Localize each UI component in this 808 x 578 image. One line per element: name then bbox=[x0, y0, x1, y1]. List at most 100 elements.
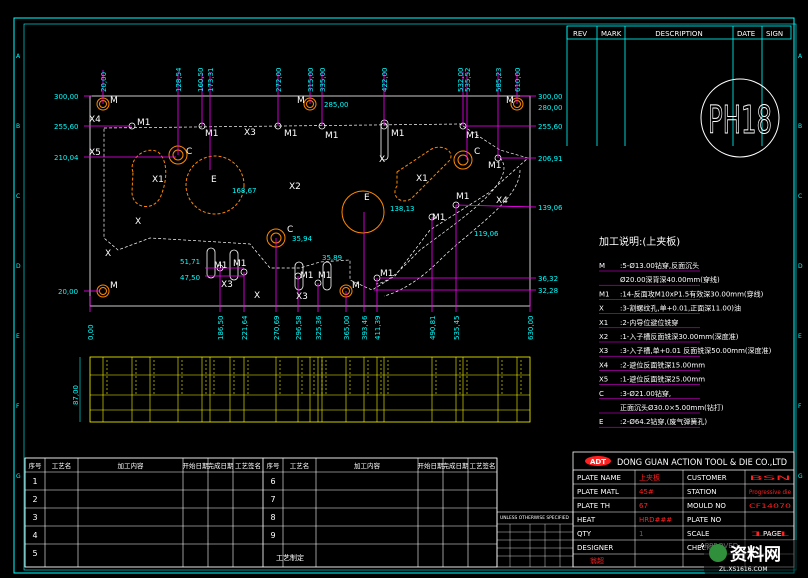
tb-value2-2: CF14070 bbox=[749, 502, 791, 510]
x1-slot-left bbox=[131, 149, 167, 207]
label-m1: M1 bbox=[214, 261, 228, 271]
note-text-10: 正面沉头Ø30.0×5.00mm(钻打) bbox=[620, 403, 724, 412]
dim-top-11: 610,00 bbox=[514, 68, 522, 93]
tb-label-5: DESIGNER bbox=[577, 544, 613, 552]
dim-bottom-2: 221,64 bbox=[241, 315, 249, 340]
tb-value-0: 上夹板 bbox=[639, 473, 660, 482]
note-text-7: :2-避位反面铣深15.00mm bbox=[620, 360, 705, 369]
dim-right-0: 300,00 bbox=[538, 93, 563, 101]
label-m1: M1 bbox=[300, 271, 314, 281]
svg-text:E: E bbox=[798, 333, 802, 340]
tb-label2-4: SCALE bbox=[687, 530, 709, 538]
label-x1: X1 bbox=[416, 174, 428, 184]
dim-top-2: 160,50 bbox=[197, 68, 205, 93]
svg-text:C: C bbox=[798, 193, 802, 200]
note-text-11: :2-Ø64.2钻穿,(废气弹簧孔) bbox=[620, 417, 707, 426]
tb-label2-5: CHECKED bbox=[687, 544, 721, 552]
dim-right-4: 139,06 bbox=[538, 204, 563, 212]
stamp-text: PH18 bbox=[708, 98, 772, 142]
label-m: M bbox=[110, 96, 118, 106]
note-text-2: :14-反面攻M10xP1.5有效深30.00mm(穿线) bbox=[620, 289, 764, 298]
dim-bottom-9: 490,81 bbox=[429, 316, 437, 341]
dim-bottom-6: 365,00 bbox=[343, 316, 351, 341]
label-c: C bbox=[474, 147, 480, 157]
rev-header-sign: SIGN bbox=[766, 30, 783, 38]
tolerance-block: UNLESS OTHERWISE SPECIFIED bbox=[496, 511, 574, 568]
dim-top-6: 335,00 bbox=[319, 68, 327, 93]
dim-inner-0: 285,00 bbox=[324, 101, 349, 109]
svg-text:E: E bbox=[16, 333, 20, 340]
note-code-7: X4 bbox=[599, 361, 609, 369]
dim-right-6: 32,28 bbox=[538, 287, 558, 295]
note-text-6: :3-入子槽,单+0.01 反面铣深50.00mm(深度准) bbox=[620, 346, 772, 355]
rev-header-description: DESCRIPTION bbox=[655, 30, 702, 38]
watermark-text: 资料网 bbox=[730, 544, 781, 565]
outer-frame bbox=[13, 17, 795, 574]
ptable-row-right-2: 8 bbox=[270, 513, 275, 522]
dim-bottom-0: 0,00 bbox=[87, 324, 95, 340]
label-x3: X3 bbox=[244, 128, 256, 138]
note-code-6: X3 bbox=[599, 347, 608, 355]
dim-left-3: 20,00 bbox=[58, 288, 78, 296]
label-m1: M1 bbox=[488, 161, 502, 171]
svg-text:G: G bbox=[798, 473, 803, 480]
ptable-header-right-4: 完成日期 bbox=[443, 461, 470, 470]
tb-label2-1: STATION bbox=[687, 488, 717, 496]
rev-header-date: DATE bbox=[737, 30, 755, 38]
svg-text:A: A bbox=[798, 53, 803, 60]
ptable-row-right-1: 7 bbox=[270, 495, 275, 504]
svg-text:C: C bbox=[16, 193, 20, 200]
feature-labels: M M M M M M1 M1 M1 M1 M1 M1 M1 M1 M1 M1 … bbox=[89, 96, 514, 302]
ptable-row-left-2: 3 bbox=[32, 513, 37, 522]
note-code-0: M bbox=[599, 262, 605, 270]
label-m1: M1 bbox=[318, 271, 332, 281]
ptable-row-left-4: 5 bbox=[32, 549, 37, 558]
note-text-8: :1-避位反面铣深25.00mm bbox=[620, 375, 705, 384]
watermark-url: ZL.XS1616.COM bbox=[719, 566, 768, 573]
label-c: C bbox=[186, 147, 192, 157]
dim-top-9: 535,52 bbox=[464, 68, 472, 93]
dim-right-3: 206,91 bbox=[538, 155, 563, 163]
note-code-4: X1 bbox=[599, 319, 608, 327]
note-code-11: E bbox=[599, 418, 603, 426]
dim-left-1: 255,60 bbox=[54, 123, 79, 131]
dim-bottom-3: 270,69 bbox=[273, 316, 281, 341]
dim-top-4: 272,00 bbox=[275, 68, 283, 93]
svg-text:F: F bbox=[16, 403, 20, 410]
dim-bottom-8: 411,39 bbox=[374, 316, 382, 341]
ptable-row-right-0: 6 bbox=[270, 477, 275, 486]
dim-inner-1: 168,67 bbox=[232, 187, 257, 195]
svg-text:B: B bbox=[16, 123, 20, 130]
tb-value-2: 67 bbox=[639, 502, 648, 510]
svg-text:G: G bbox=[16, 473, 21, 480]
ptable-header-left-4: 完成日期 bbox=[208, 461, 235, 470]
x-slots bbox=[206, 119, 389, 291]
ptable-header-left-3: 开始日期 bbox=[183, 461, 210, 470]
dim-top-8: 532,00 bbox=[457, 68, 465, 93]
note-text-1: Ø20.00深背深40.00mm(穿线) bbox=[620, 275, 720, 284]
company-logo bbox=[585, 456, 611, 466]
label-m1: M1 bbox=[391, 129, 405, 139]
label-x3: X3 bbox=[221, 280, 233, 290]
svg-text:B: B bbox=[798, 123, 802, 130]
frame-labels: ABC DEF G ABC DEF G bbox=[16, 53, 803, 480]
dim-bottom-11: 630,00 bbox=[527, 316, 535, 341]
inner-frame bbox=[23, 23, 797, 571]
label-x: X bbox=[254, 291, 260, 301]
process-notes: 加工说明:(上夹板) M:5-Ø13.00钻穿,反面沉头Ø20.00深背深40.… bbox=[599, 235, 772, 428]
tb-value2-1: Progressive die bbox=[749, 488, 791, 496]
e-hole-left bbox=[185, 155, 245, 215]
tb-value-1: 45# bbox=[639, 488, 654, 496]
ptable-row-right-3: 9 bbox=[270, 531, 275, 540]
dim-top-5: 315,00 bbox=[307, 68, 315, 93]
tb-label2-3: PLATE NO bbox=[687, 516, 722, 524]
label-x4: X4 bbox=[496, 196, 508, 206]
note-code-5: X2 bbox=[599, 333, 608, 341]
label-m1: M1 bbox=[432, 213, 446, 223]
dim-left-group: 300,00 255,60 210,04 20,00 51,71 47,50 bbox=[54, 93, 200, 296]
revision-table: REV MARK DESCRIPTION DATE SIGN bbox=[566, 25, 792, 146]
tb-label2-0: CUSTOMER bbox=[687, 474, 727, 482]
label-m1: M1 bbox=[456, 192, 470, 202]
dim-bottom-4: 296,58 bbox=[295, 316, 303, 341]
